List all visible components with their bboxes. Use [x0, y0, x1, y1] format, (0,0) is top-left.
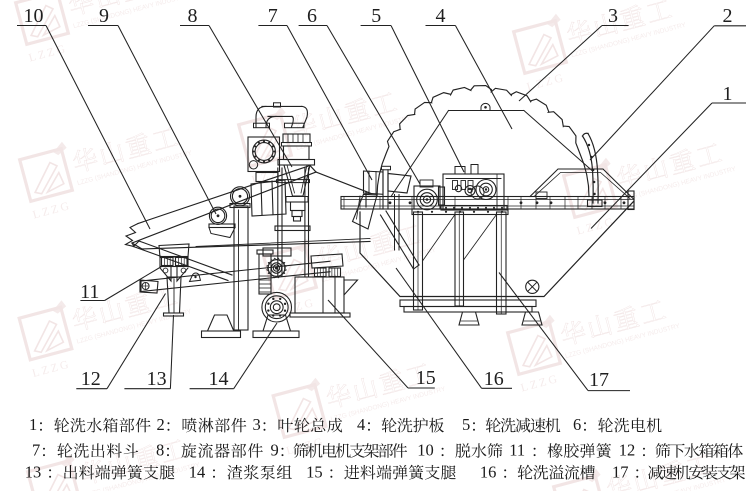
svg-text:2: 2	[157, 415, 165, 434]
svg-text:3: 3	[608, 5, 618, 27]
svg-text:15: 15	[416, 367, 436, 389]
svg-text:12: 12	[619, 441, 636, 460]
svg-text:9: 9	[99, 5, 109, 27]
svg-text:4: 4	[357, 415, 365, 434]
svg-text:10: 10	[417, 441, 434, 460]
svg-text:8: 8	[156, 441, 164, 460]
svg-text:7: 7	[268, 5, 278, 27]
svg-text:9: 9	[271, 441, 279, 460]
svg-text:4: 4	[436, 5, 446, 27]
svg-text:8: 8	[188, 5, 198, 27]
svg-text:11: 11	[80, 281, 99, 303]
svg-text:3: 3	[253, 415, 261, 434]
svg-text:6: 6	[573, 415, 581, 434]
svg-text:1: 1	[29, 415, 37, 434]
svg-text:13: 13	[25, 462, 42, 481]
svg-text:12: 12	[81, 368, 101, 390]
svg-text:15: 15	[306, 462, 323, 481]
svg-text:6: 6	[307, 5, 317, 27]
svg-text:11: 11	[509, 441, 525, 460]
svg-text:2: 2	[723, 5, 733, 27]
svg-text:16: 16	[484, 368, 504, 390]
svg-text:17: 17	[612, 462, 629, 481]
svg-text:16: 16	[480, 462, 497, 481]
svg-text:10: 10	[24, 5, 44, 27]
svg-text:13: 13	[147, 368, 167, 390]
svg-text:5: 5	[371, 5, 381, 27]
svg-text:17: 17	[589, 369, 609, 391]
svg-text:7: 7	[32, 441, 40, 460]
svg-text:5: 5	[462, 415, 470, 434]
svg-text:14: 14	[209, 368, 229, 390]
svg-text:1: 1	[723, 83, 733, 105]
svg-text:14: 14	[189, 462, 206, 481]
